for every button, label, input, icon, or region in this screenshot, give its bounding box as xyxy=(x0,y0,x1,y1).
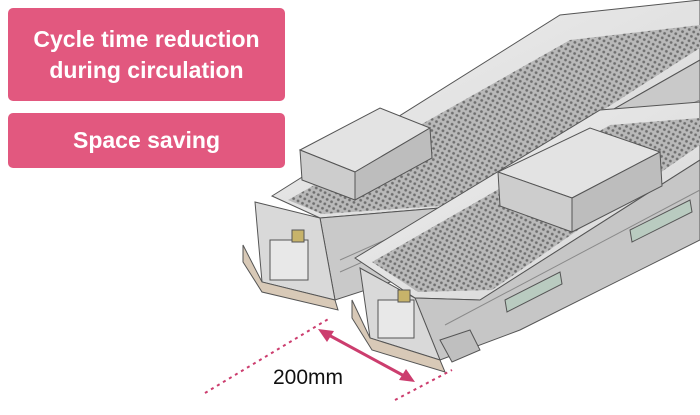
front-cable-connector xyxy=(439,329,481,363)
dimension-arrowhead-right xyxy=(399,369,415,382)
dimension-label: 200mm xyxy=(273,366,344,389)
dimension-arrowhead-left xyxy=(318,329,334,342)
cycle-time-line-1: Cycle time reduction xyxy=(33,25,260,52)
back-end-connector xyxy=(291,229,305,243)
front-side-detail-2 xyxy=(629,199,693,243)
back-actuator-base xyxy=(242,244,339,311)
dimension-arrow-line xyxy=(324,331,409,380)
cycle-time-line-2: during circulation xyxy=(49,56,244,83)
space-saving-badge: Space saving xyxy=(8,113,285,168)
front-end-connector xyxy=(397,289,411,303)
dimension-guide-left xyxy=(204,317,331,394)
front-actuator xyxy=(351,101,700,373)
space-saving-label: Space saving xyxy=(72,127,221,153)
dimension-indicator xyxy=(204,317,453,401)
back-end-window xyxy=(269,239,309,281)
back-slider-side xyxy=(354,127,433,201)
cycle-time-badge: Cycle time reduction during circulation xyxy=(8,8,285,101)
front-side-detail-1 xyxy=(504,271,563,313)
front-actuator-base xyxy=(351,299,446,373)
front-slider-side xyxy=(571,151,663,233)
front-end-window xyxy=(377,299,415,339)
